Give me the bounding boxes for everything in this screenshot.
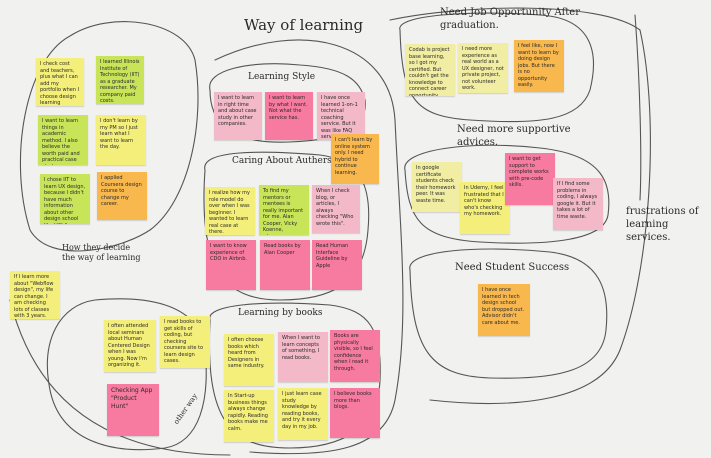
sticky-note: Books are physically visible, so I feel … [330,330,380,382]
sticky-note: I don't learn by my PM so I just learn w… [96,115,146,165]
sticky-note: In Start-up business things always chang… [224,390,274,442]
sticky-note: I can't learn by online system only. I n… [331,134,379,184]
sticky-note: If I find some problems in coding, I alw… [553,178,603,230]
sticky-note: Read Human Interface Guideline by Apple [312,240,362,290]
frustrations-arrow-line [634,14,642,201]
sticky-note: Codab is project base learning, so I got… [405,44,455,96]
sticky-note: When I want to learn concepts of somethi… [278,332,328,382]
heading-learning-by-books: Learning by books [238,308,323,318]
sticky-note: Read books by Alan Cooper [260,240,310,290]
sticky-note: I learned Illinois Institute of Technolo… [96,56,144,104]
sticky-note: I want to learn by what I want. Not what… [265,92,313,140]
left-cluster-outline [19,21,199,252]
sticky-note: I realize how my role model do over when… [205,187,255,235]
sticky-note: I applied Coursera design course to chan… [97,172,147,220]
sticky-note: I want to learn in right time and about … [214,92,262,140]
sticky-note: I check cost and teachers, plus what I c… [36,58,84,106]
sticky-note: I often choose books which heard from De… [224,334,274,386]
sticky-note: In Udemy, I feel frustrated that I can't… [460,182,510,234]
heading-caring-about-others: Caring About Authers [232,156,332,166]
sticky-note: I need more experience as real world as … [458,43,508,93]
heading-learning-style: Learning Style [248,72,316,82]
heading-way-of-learning: Way of learning [244,16,364,34]
sticky-note: I want to know experience of CDO in Airb… [206,240,256,290]
sticky-note: I want to learn things in academic metho… [38,115,88,165]
need-supportive-outline [404,144,610,244]
sticky-note: In google certificate students check the… [412,162,462,212]
heading-need-job: Need Job Opportunity After graduation. [440,7,580,31]
frustrations-outline [389,7,651,404]
need-student-success-outline [409,248,608,379]
heading-need-student-success: Need Student Success [455,262,570,273]
sticky-note: I have once learned 1-on-1 technical coa… [317,92,365,140]
sticky-note: I chose IIT to learn UX design, because … [40,174,90,224]
sticky-note: To find my mentors or mentees is really … [259,185,309,235]
sticky-note: I feel like, now I want to learn by doin… [514,40,564,92]
sticky-note: I often attended local seminars about Hu… [104,320,156,372]
sticky-note: When I check blog, or articles, I always… [312,185,360,233]
need-job-outline [399,12,594,123]
sticky-note: I believe books more than blogs. [330,388,380,438]
sticky-note: I read books to get skills of coding, bu… [160,316,210,368]
sticky-note: Checking App "Product Hunt" [107,384,159,436]
sticky-note: I just learn case study knowledge by rea… [278,388,328,440]
heading-need-supportive: Need more supportive advices. [457,124,571,148]
bottom-sweep-line [9,299,231,456]
sticky-note: I have once learned in tech design schoo… [478,284,530,336]
sticky-note: I want to get support to complete works … [505,153,555,205]
heading-how-they-decide: How they decide the way of learning [62,243,141,262]
heading-frustrations: frustrations of learning services. [626,206,699,243]
sticky-note: If I learn more about "Webflow design", … [10,271,60,319]
large-middle-outline [214,39,404,455]
